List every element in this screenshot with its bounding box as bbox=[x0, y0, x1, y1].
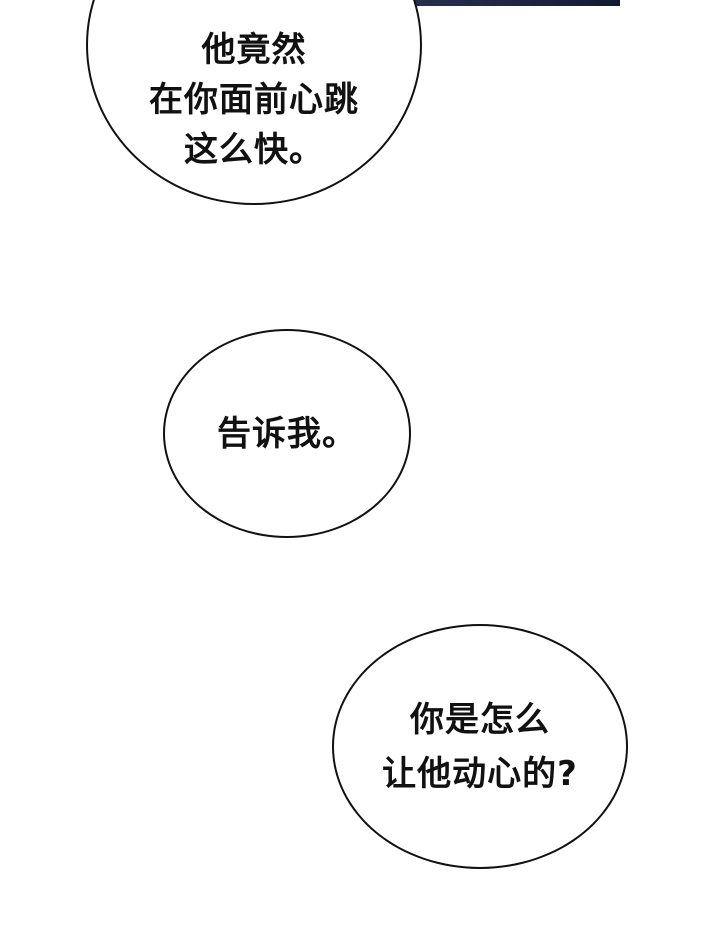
bubble-text-line: 让他动心的? bbox=[382, 753, 578, 794]
bubble-text-line: 在你面前心跳 bbox=[149, 80, 359, 120]
speech-bubble-3: 你是怎么 让他动心的? bbox=[332, 624, 628, 869]
bubble-text-line: 他竟然 bbox=[201, 30, 307, 70]
speech-bubble-2: 告诉我。 bbox=[163, 329, 411, 538]
bubble-text-line: 这么快。 bbox=[184, 130, 324, 170]
top-panel-edge bbox=[394, 0, 620, 6]
bubble-text-line: 你是怎么 bbox=[410, 699, 550, 740]
bubble-text-line: 告诉我。 bbox=[217, 413, 357, 454]
speech-bubble-1: 他竟然 在你面前心跳 这么快。 bbox=[86, 0, 422, 205]
